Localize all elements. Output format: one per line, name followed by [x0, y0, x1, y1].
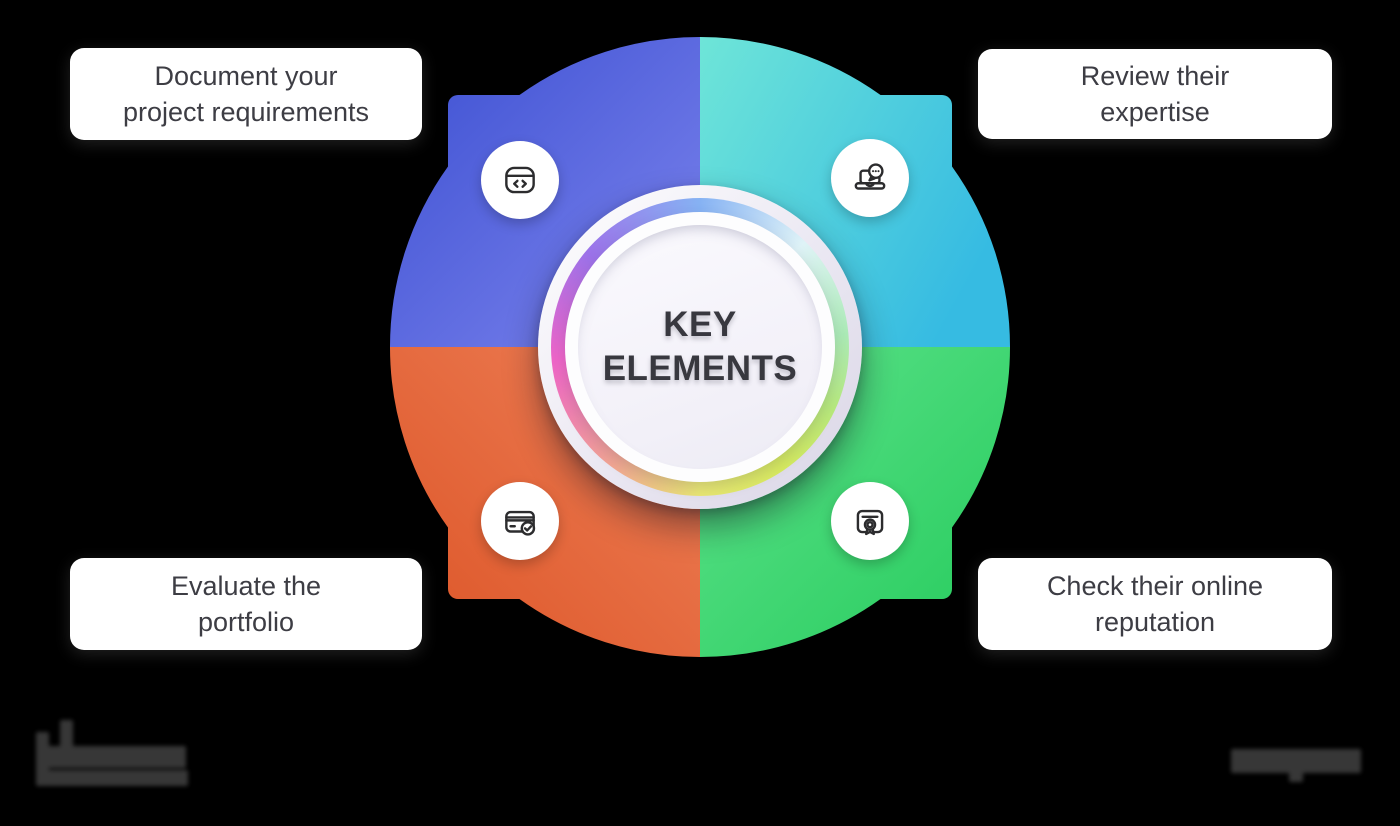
badge-bottom-left: [481, 482, 559, 560]
wordmark-fragment: [36, 746, 186, 768]
rainbow-ring: KEY ELEMENTS: [551, 198, 849, 496]
laptop-chat-icon: [854, 163, 886, 190]
brand-wordmark-left: [32, 718, 207, 792]
badge-bottom-right: [831, 482, 909, 560]
certificate-icon: [856, 509, 884, 536]
hub-title-line1: KEY: [663, 305, 737, 344]
badge-top-right: [831, 139, 909, 217]
label-document-requirements: Document your project requirements: [70, 48, 422, 140]
hub-inner-circle: KEY ELEMENTS: [578, 225, 822, 469]
label-line: Check their online: [1046, 571, 1264, 601]
code-window-icon: [505, 166, 535, 194]
brand-wordmark-right: [1227, 743, 1369, 785]
label-line: reputation: [1094, 607, 1216, 637]
label-line: Document your: [154, 61, 338, 91]
label-check-reputation: Check their online reputation: [978, 558, 1332, 650]
label-line: project requirements: [122, 97, 370, 127]
card-check-icon: [505, 510, 536, 536]
label-evaluate-portfolio: Evaluate the portfolio: [70, 558, 422, 650]
label-line: portfolio: [197, 607, 295, 637]
wordmark-fragment: [36, 770, 188, 786]
hub-title: KEY ELEMENTS: [603, 303, 798, 391]
label-line: Evaluate the: [170, 571, 322, 601]
hub-white-ring: KEY ELEMENTS: [565, 212, 835, 482]
label-review-expertise: Review their expertise: [978, 49, 1332, 139]
hub-title-line2: ELEMENTS: [602, 349, 798, 388]
wordmark-fragment: [1289, 769, 1303, 782]
wordmark-fragment: [60, 720, 73, 754]
badge-top-left: [481, 141, 559, 219]
label-line: Review their: [1080, 61, 1230, 91]
center-hub: KEY ELEMENTS: [538, 185, 862, 509]
label-line: expertise: [1100, 97, 1210, 127]
